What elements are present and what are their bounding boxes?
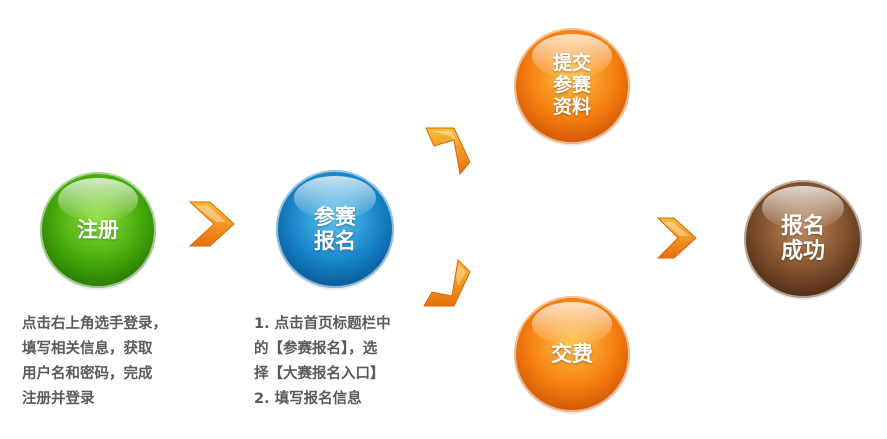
step-pay-orb: 交费 [510,292,634,416]
step-success-orb: 报名 成功 [740,176,866,302]
step-submit-label: 提交 参赛 资料 [552,52,591,118]
arrow-up-right-icon [425,127,471,176]
step-register-label: 注册 [77,217,119,242]
step-submit-orb: 提交 参赛 资料 [510,24,634,148]
step-signup-label: 参赛 报名 [314,204,356,253]
arrow-right-icon [188,201,235,247]
signup-description: 1. 点击首页标题栏中 的【参赛报名】，选 择【大赛报名入口】 2. 填写报名信… [254,316,391,407]
arrow-right-icon [656,217,697,259]
step-pay-label: 交费 [551,341,593,366]
step-signup-orb: 参赛 报名 [272,166,398,292]
step-success-label: 报名 成功 [780,213,825,264]
arrow-down-right-icon [423,258,471,307]
step-register-orb: 注册 [36,168,160,292]
register-description: 点击右上角选手登录， 填写相关信息，获取 用户名和密码，完成 注册并登录 [22,316,167,407]
